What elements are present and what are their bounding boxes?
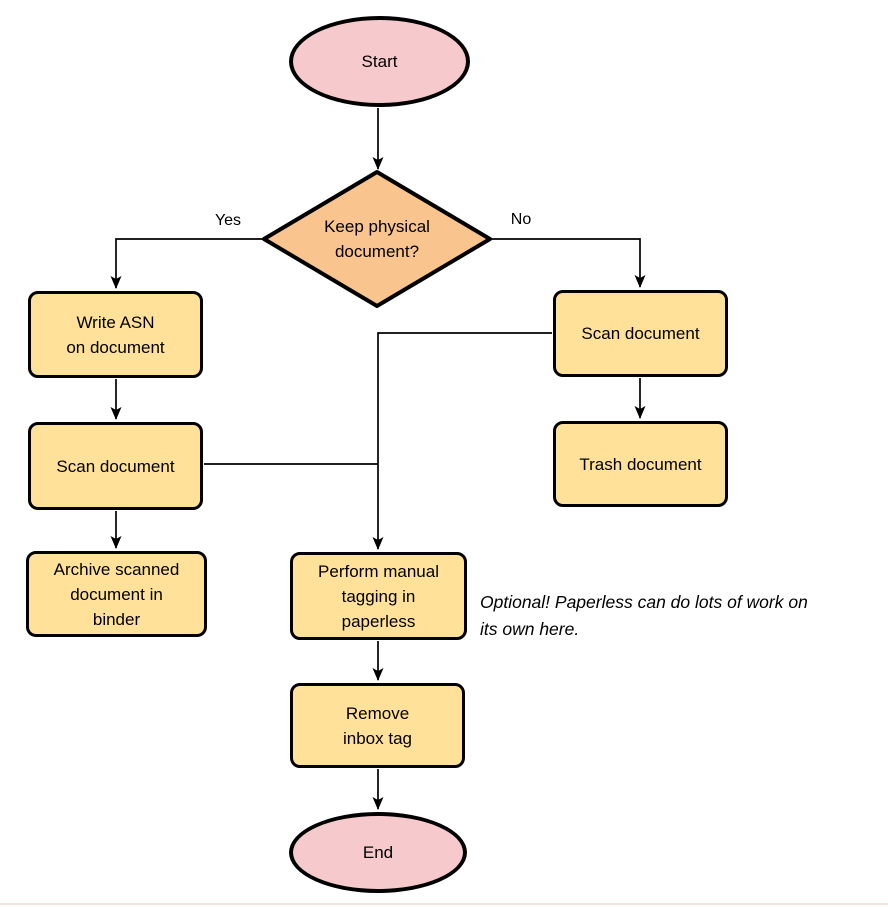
- node-remove-inbox-tag: Remove inbox tag: [290, 683, 465, 768]
- node-write-asn: Write ASN on document: [28, 291, 203, 378]
- decision-shape: [262, 170, 492, 308]
- optional-note: Optional! Paperless can do lots of work …: [480, 592, 808, 639]
- node-scan-document-right: Scan document: [553, 290, 728, 377]
- edge-decision-yes-to-write-asn: [110, 238, 264, 289]
- node-end: End: [289, 812, 467, 893]
- node-trash-document: Trash document: [553, 421, 728, 507]
- node-decision-label: Keep physical document?: [324, 217, 430, 261]
- node-archive-in-binder: Archive scanned document in binder: [26, 551, 207, 637]
- edge-label-no: No: [510, 211, 532, 228]
- node-perform-manual-tagging: Perform manual tagging in paperless: [290, 552, 467, 640]
- edge-decision-no-to-scan-right: [490, 238, 646, 288]
- edge-scan-right-to-perform-tagging: [372, 332, 552, 550]
- node-start: Start: [289, 16, 470, 107]
- node-scan-document-left: Scan document: [28, 422, 203, 510]
- edge-label-yes: Yes: [214, 212, 242, 229]
- page-bottom-border: [0, 903, 888, 905]
